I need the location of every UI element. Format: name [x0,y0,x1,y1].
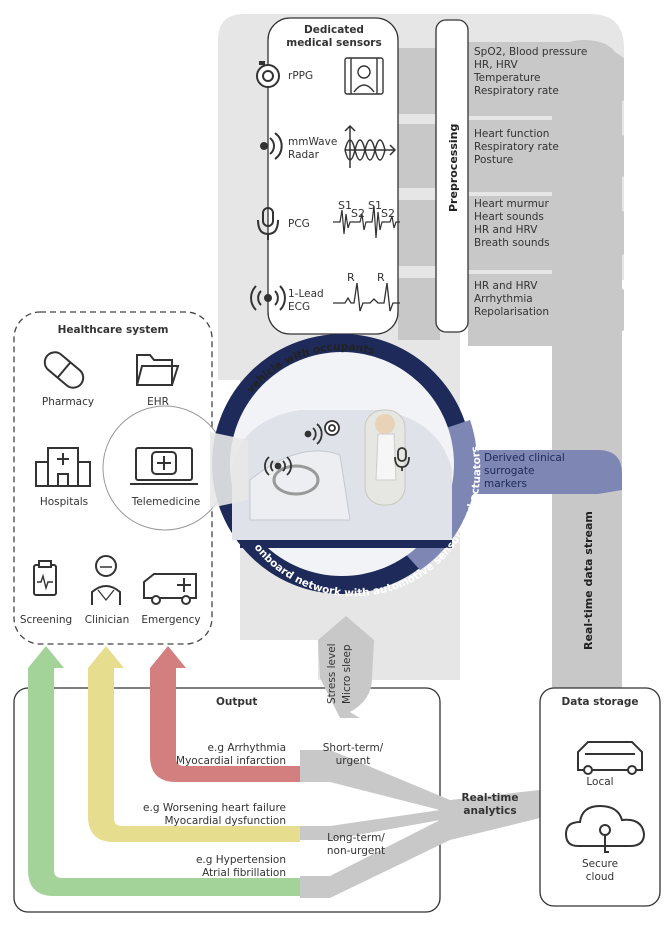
radar-icon [260,132,283,160]
folder-icon [136,354,180,386]
healthcare-label-ehr: EHR [147,396,169,408]
pcg-waveform-icon [333,205,400,239]
doctor-icon [91,555,121,605]
stress-label: Stress level [326,643,338,704]
healthcare-label-clinician: Clinician [84,614,130,626]
pcg-mark: S1 [338,199,352,212]
telemedicine-icon [130,447,198,485]
hospital-icon [35,447,91,487]
telemedicine-link [210,432,248,508]
sensor-box [267,17,399,335]
data-storage-title: Data storage [561,696,639,708]
sensor-label-rppg: rPPG [288,70,314,82]
cloud-key-icon [564,804,646,853]
yellow-flow [88,646,300,842]
derived-markers-arrow [440,450,622,494]
healthcare-label-pharmacy: Pharmacy [41,396,95,408]
radar-waveform-icon [344,124,397,168]
healthcare-label-telemedicine: Telemedicine [131,496,201,508]
car-interior-illustration [232,409,452,548]
sensor-label-pcg: PCG [288,218,310,230]
ecg-mark: R [377,271,385,284]
red-flow [150,646,300,782]
short-term-label: Short-term/urgent [322,742,384,767]
ambulance-icon [143,573,197,605]
healthcare-title: Healthcare system [57,324,169,336]
local-storage-icon [577,741,643,775]
output-arrows [398,42,624,346]
pcg-mark: S2 [381,207,395,220]
pcg-mark: S1 [368,199,382,212]
preprocessing-label: Preprocessing [447,124,460,212]
ecg-waveform-icon [333,282,400,312]
camera-icon [256,61,280,88]
car-camera-icon [324,420,340,436]
long-term-label: Long-term/non-urgent [326,832,386,857]
healthcare-label-emergency: Emergency [141,614,201,626]
ecg-mark: R [347,271,355,284]
data-stream-label: Real-time data stream [582,511,595,650]
video-person-icon [344,57,384,95]
preprocessing-box [435,19,469,333]
clipboard-ecg-icon [33,560,57,596]
local-label: Local [586,776,614,788]
pill-icon [43,351,85,389]
pcg-mark: S2 [351,207,365,220]
microsleep-label: Micro sleep [341,644,353,704]
car-microphone-icon [394,447,410,471]
analytics-flows [300,616,540,898]
output-title: Output [216,696,258,708]
car-ecg-icon [264,456,292,476]
ecg-sensor-icon [250,285,286,311]
microphone-icon [257,207,279,240]
healthcare-label-screening: Screening [19,614,73,626]
car-radar-icon [304,423,323,445]
healthcare-label-hospitals: Hospitals [39,496,89,508]
